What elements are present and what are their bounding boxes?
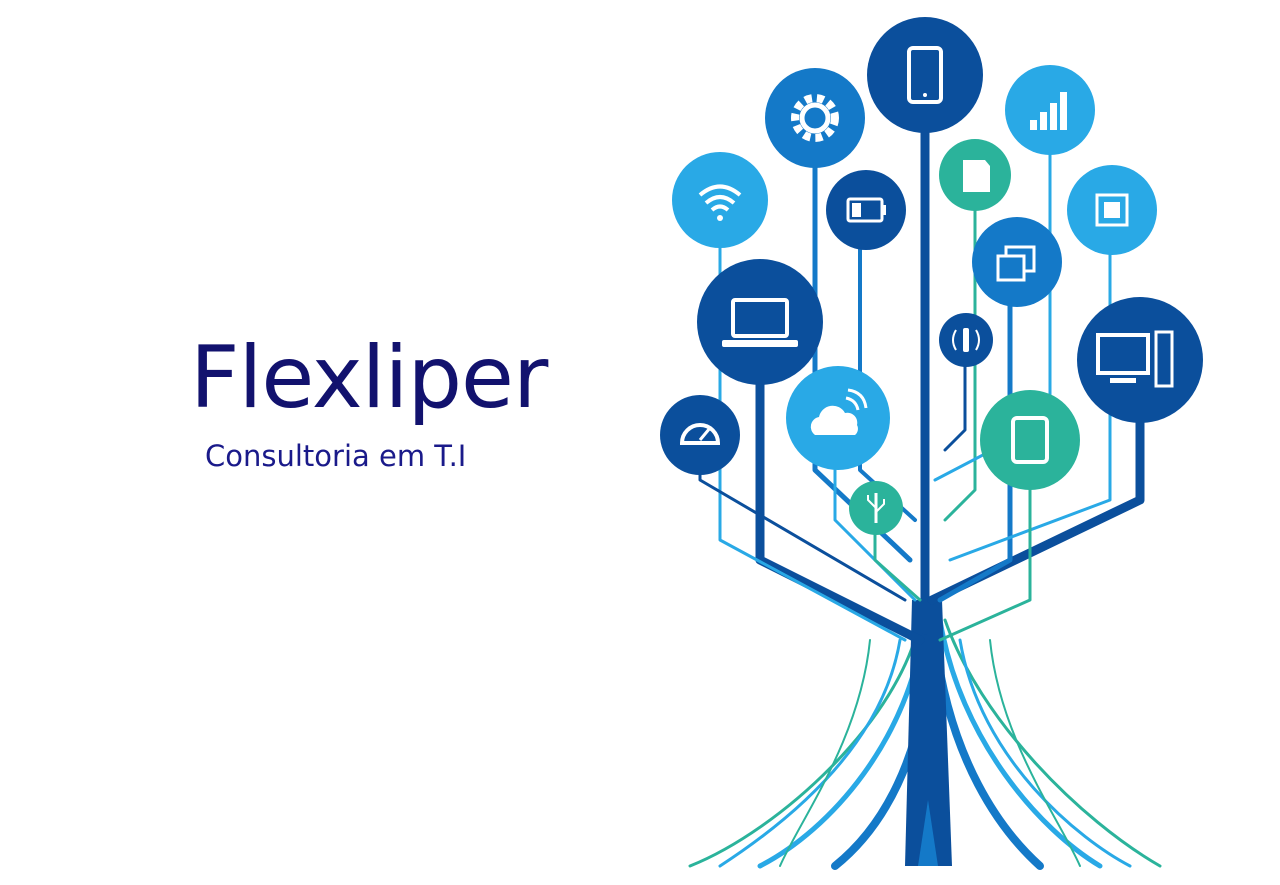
laptop-icon (697, 259, 823, 385)
nfc-icon (939, 313, 993, 367)
speedometer-icon (660, 395, 740, 475)
windows-icon (972, 217, 1062, 307)
wifi-icon (672, 152, 768, 248)
technology-tree-illustration (660, 17, 1203, 870)
desktop-computer-icon (1077, 297, 1203, 423)
chip-icon (1067, 165, 1157, 255)
brand-subtitle: Consultoria em T.I (205, 439, 467, 473)
tree-roots (688, 617, 1162, 870)
sd-card-icon (939, 139, 1011, 211)
battery-icon (826, 170, 906, 250)
usb-icon (849, 481, 903, 535)
brand-title: Flexliper (190, 328, 548, 428)
cloud-icon (786, 366, 890, 470)
gear-icon (765, 68, 865, 168)
tablet-icon (980, 390, 1080, 490)
smartphone-icon (867, 17, 983, 133)
signal-bars-icon (1005, 65, 1095, 155)
tree-trunk (905, 600, 952, 866)
